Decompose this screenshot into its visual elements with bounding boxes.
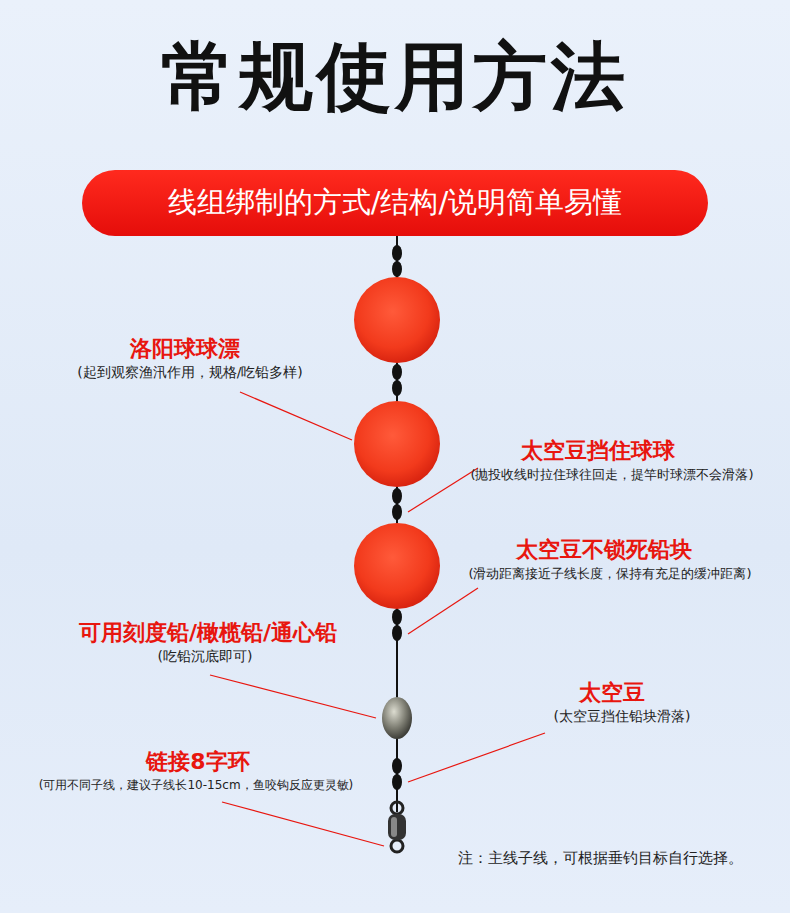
callout-note: (滑动距离接近子线长度，保持有充足的缓冲距离)	[468, 565, 751, 583]
callout-title: 链接8字环	[146, 747, 249, 777]
callout-title: 太空豆挡住球球	[521, 436, 675, 466]
callout-note: (太空豆挡住铅块滑落)	[554, 708, 691, 726]
callout-note: (可用不同子线，建议子线长10-15cm，鱼咬钩反应更灵敏)	[39, 777, 354, 794]
callout-title: 可用刻度铅/橄榄铅/通心铅	[79, 618, 337, 648]
callout-title: 太空豆不锁死铅块	[516, 535, 692, 565]
callout-note: (起到观察渔汛作用，规格/吃铅多样)	[77, 364, 303, 382]
callout-title: 洛阳球球漂	[130, 334, 240, 364]
callout-title: 太空豆	[579, 678, 645, 708]
callout-note: (吃铅沉底即可)	[158, 648, 253, 666]
band-text: 线组绑制的方式/结构/说明简单易懂	[168, 183, 623, 223]
callout-note: (抛投收线时拉住球往回走，提竿时球漂不会滑落)	[470, 466, 753, 484]
header-band: 线组绑制的方式/结构/说明简单易懂	[82, 170, 708, 236]
page-title: 常规使用方法	[0, 28, 790, 128]
footnote: 注：主线子线，可根据垂钓目标自行选择。	[458, 849, 743, 868]
